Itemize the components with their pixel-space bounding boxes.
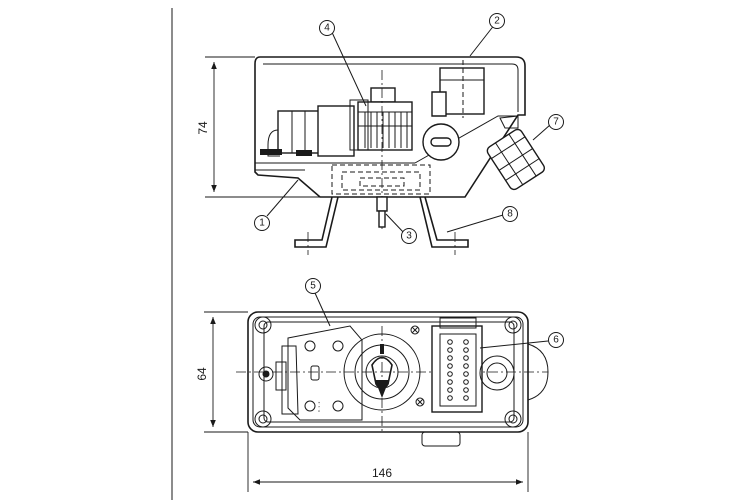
svg-text:7: 7 xyxy=(553,117,559,128)
cable-entry xyxy=(479,343,549,401)
callout-1: 1 xyxy=(254,215,270,231)
mounting-bracket xyxy=(294,196,469,255)
svg-text:3: 3 xyxy=(406,231,412,242)
left-knob xyxy=(258,366,274,382)
callout-7: 7 xyxy=(548,114,564,130)
callout-6: 6 xyxy=(548,332,564,348)
dimension-height-side: 74 xyxy=(196,56,320,198)
callout-4: 4 xyxy=(319,20,335,36)
switch-block xyxy=(431,60,485,118)
motor xyxy=(260,105,355,157)
housing-inner-line xyxy=(263,63,519,112)
callout-2: 2 xyxy=(489,13,505,29)
top-view: 0 · 1 · 2 xyxy=(195,292,549,492)
callout-5: 5 xyxy=(305,278,321,294)
side-view: 74 xyxy=(196,23,551,255)
shaft xyxy=(376,196,388,228)
dimension-74-label: 74 xyxy=(196,121,210,135)
svg-text:1: 1 xyxy=(259,218,265,229)
dimension-height-top: 64 xyxy=(195,311,248,433)
dimension-width-top: 146 xyxy=(247,432,529,492)
svg-text:0 · 1 · 2: 0 · 1 · 2 xyxy=(317,401,321,412)
dimension-146-label: 146 xyxy=(372,466,392,480)
coupling-hidden xyxy=(331,164,431,195)
bottom-gland xyxy=(421,431,461,447)
slot-selector xyxy=(422,123,460,161)
svg-text:2: 2 xyxy=(494,16,500,27)
callout-3: 3 xyxy=(401,228,417,244)
svg-text:6: 6 xyxy=(553,335,559,346)
callout-8: 8 xyxy=(502,206,518,222)
screw-markers xyxy=(410,325,425,407)
svg-text:5: 5 xyxy=(310,281,316,292)
gear-block xyxy=(349,87,413,151)
svg-text:4: 4 xyxy=(324,23,330,34)
terminal-block xyxy=(431,317,483,413)
svg-text:8: 8 xyxy=(507,209,513,220)
dimension-64-label: 64 xyxy=(195,367,209,381)
mechanism-plate: 0 · 1 · 2 xyxy=(275,325,363,421)
housing-outline xyxy=(254,56,526,198)
corner-screws xyxy=(254,316,522,428)
cable-gland xyxy=(486,128,546,191)
